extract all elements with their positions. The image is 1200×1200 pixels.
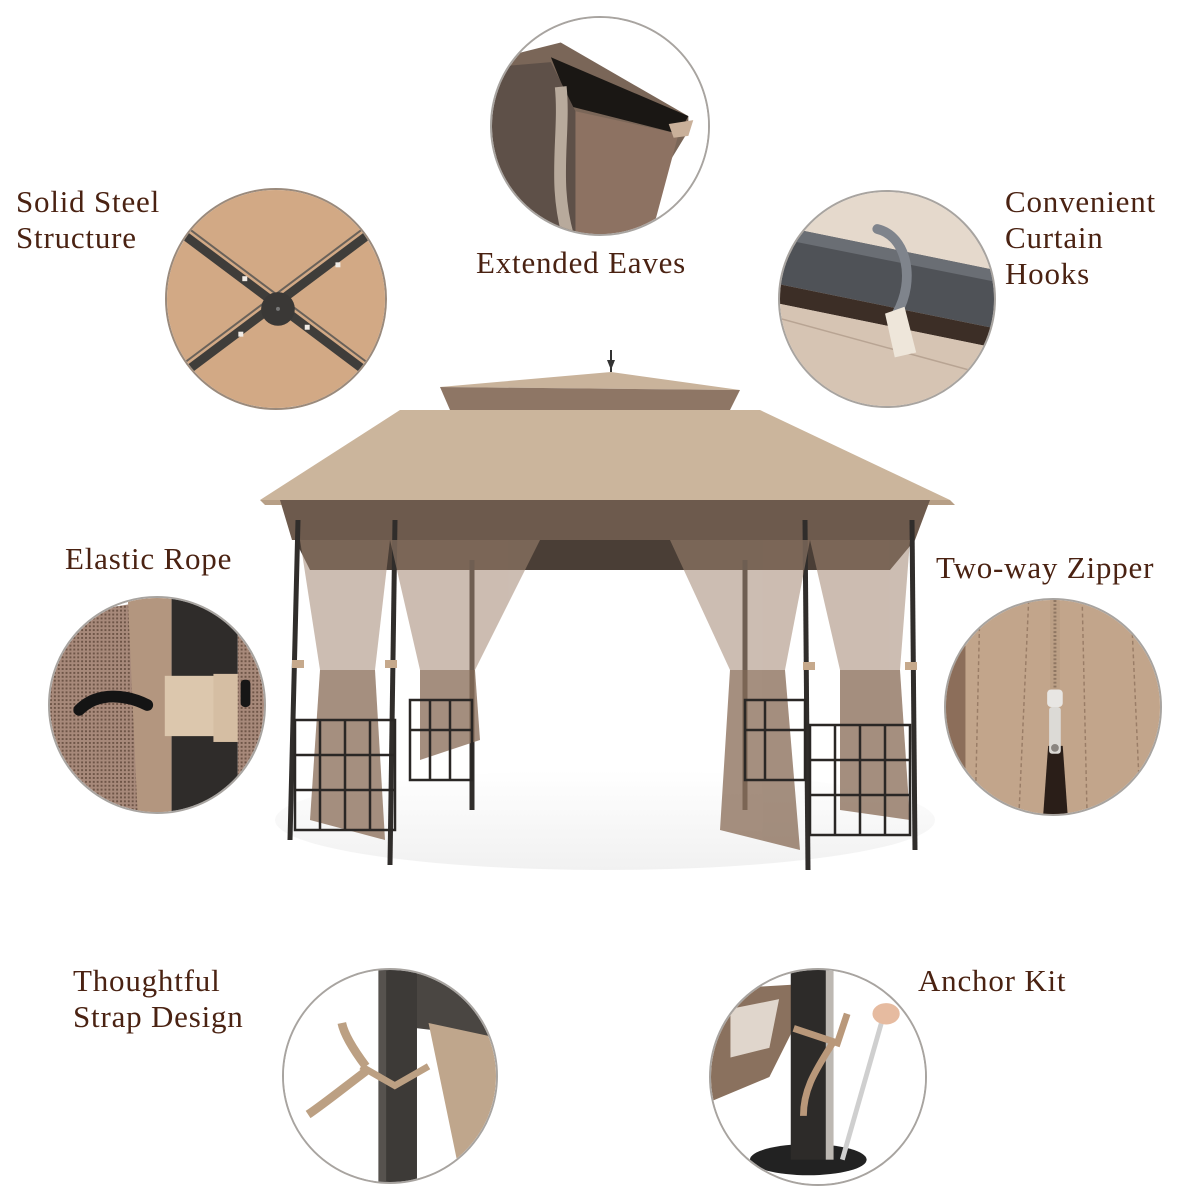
label-extended-eaves: Extended Eaves [476, 245, 686, 281]
label-line: Extended Eaves [476, 245, 687, 280]
anchor-stake-illustration [711, 970, 925, 1184]
label-line: Curtain [1005, 220, 1104, 255]
steel-frame-cross-illustration [167, 190, 385, 408]
gazebo-product-image [250, 340, 960, 890]
label-line: Hooks [1005, 256, 1090, 291]
label-line: Strap Design [73, 999, 244, 1034]
eaves-corner-illustration [492, 18, 708, 234]
detail-image-anchor-kit [709, 968, 927, 1186]
label-line: Thoughtful [73, 963, 221, 998]
curtain-hook-illustration [780, 192, 994, 406]
detail-image-strap-design [282, 968, 498, 1184]
detail-image-two-way-zipper [944, 598, 1162, 816]
strap-tie-illustration [284, 970, 496, 1182]
gazebo-illustration [260, 350, 955, 871]
detail-image-curtain-hooks [778, 190, 996, 408]
label-line: Anchor Kit [918, 963, 1067, 998]
label-convenient-curtain-hooks: Convenient Curtain Hooks [1005, 184, 1156, 292]
label-line: Structure [16, 220, 137, 255]
label-line: Elastic Rope [65, 541, 233, 576]
label-elastic-rope: Elastic Rope [65, 541, 232, 577]
detail-image-elastic-rope [48, 596, 266, 814]
label-solid-steel-structure: Solid Steel Structure [16, 184, 160, 256]
label-anchor-kit: Anchor Kit [918, 963, 1066, 999]
label-two-way-zipper: Two-way Zipper [936, 550, 1154, 586]
label-line: Solid Steel [16, 184, 161, 219]
label-line: Convenient [1005, 184, 1156, 219]
detail-image-extended-eaves [490, 16, 710, 236]
zipper-illustration [946, 600, 1160, 814]
detail-image-steel-structure [165, 188, 387, 410]
elastic-rope-illustration [50, 598, 264, 812]
label-thoughtful-strap-design: Thoughtful Strap Design [73, 963, 244, 1035]
label-line: Two-way Zipper [936, 550, 1155, 585]
